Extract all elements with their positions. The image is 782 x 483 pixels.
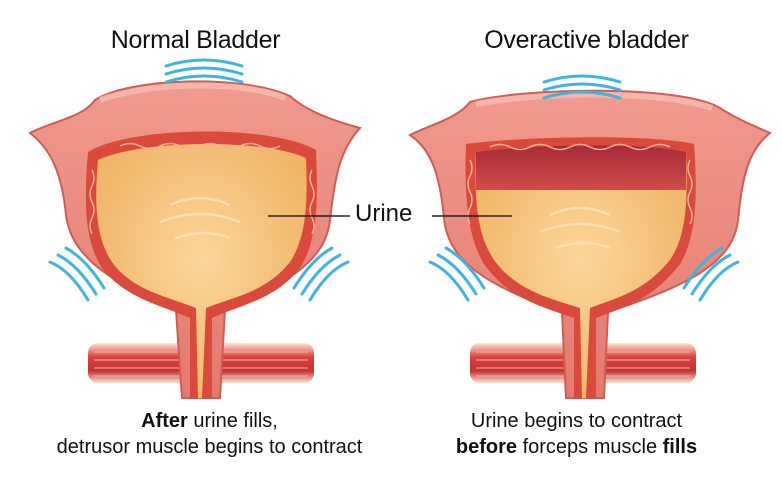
caption-normal-line1: After urine fills, <box>14 408 405 434</box>
caption-overactive: Urine begins to contract before forceps … <box>381 408 772 460</box>
caption-overactive-bold-end: fills <box>662 436 698 458</box>
title-overactive-bladder: Overactive bladder <box>484 26 689 54</box>
urine-label: Urine <box>355 200 413 227</box>
title-normal-bladder: Normal Bladder <box>110 26 281 54</box>
pressure-wave-icon-left-side-2 <box>428 246 486 302</box>
caption-normal: After urine fills, detrusor muscle begin… <box>14 408 405 460</box>
caption-overactive-line2: before forceps muscle fills <box>381 434 772 460</box>
caption-overactive-mid: forceps muscle <box>517 436 663 458</box>
caption-overactive-bold-start: before <box>455 436 518 458</box>
overactive-contraction-band <box>476 145 686 190</box>
pressure-wave-icon-top-left <box>164 58 244 84</box>
urine-left <box>96 143 307 398</box>
caption-normal-bold: After <box>141 410 188 432</box>
pressure-wave-icon-right-side <box>292 246 350 302</box>
pressure-wave-icon-left-side <box>48 246 106 302</box>
normal-bladder <box>28 58 362 399</box>
caption-overactive-line1: Urine begins to contract <box>470 410 683 432</box>
caption-normal-line2: detrusor muscle begins to contract <box>56 436 363 458</box>
pressure-wave-icon-top-right <box>542 74 622 100</box>
pressure-wave-icon-right-side-2 <box>682 246 740 302</box>
urine-right <box>475 145 687 398</box>
overactive-bladder <box>408 74 772 399</box>
caption-normal-rest: urine fills, <box>187 410 278 432</box>
